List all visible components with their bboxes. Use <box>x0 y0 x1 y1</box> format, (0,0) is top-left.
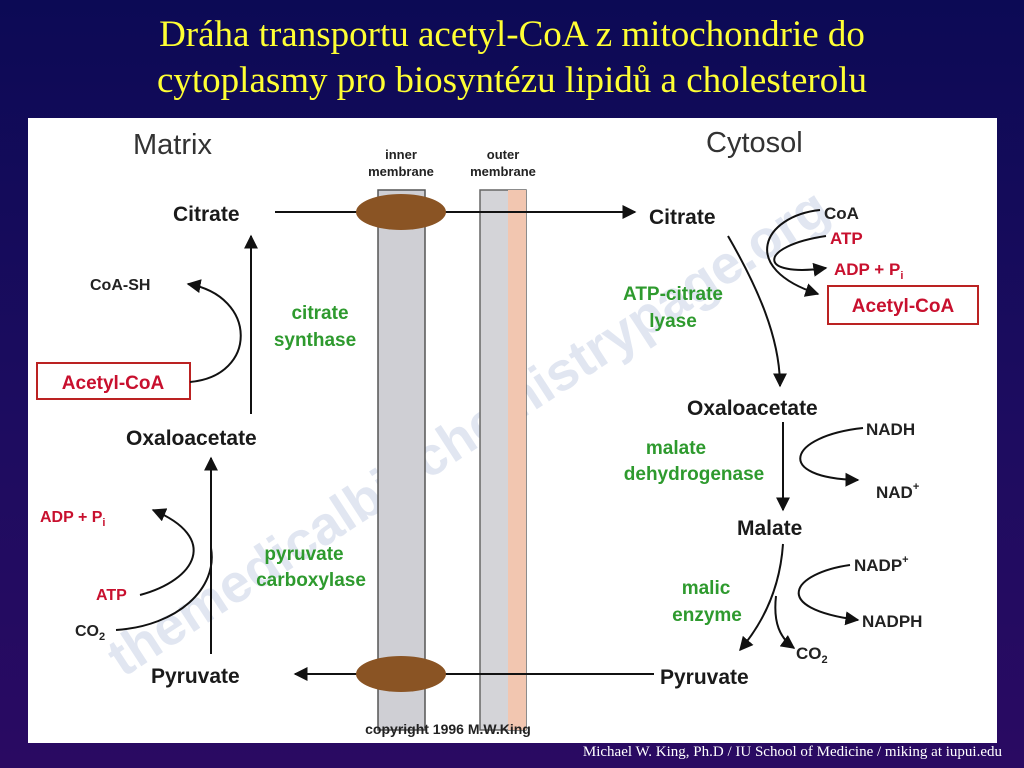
matrix-coa-sh: CoA-SH <box>90 277 150 294</box>
matrix-acetyl-coa: Acetyl-CoA <box>62 373 165 394</box>
inner-membrane-label-1: inner <box>385 147 417 162</box>
pyruvate-carboxylase-1: pyruvate <box>264 544 343 565</box>
pc-curve-co2 <box>115 547 213 631</box>
pyruvate-carboxylase-2: carboxylase <box>256 570 366 591</box>
outer-membrane-label-2: membrane <box>470 164 536 179</box>
acl-curve-coa <box>766 209 821 297</box>
matrix-citrate: Citrate <box>173 203 240 226</box>
matrix-atp: ATP <box>96 587 127 604</box>
outer-membrane-label-1: outer <box>487 147 520 162</box>
citrate-to-oaa-arrow <box>727 235 787 388</box>
diagram-panel: themedicalbiochemistrypage.org inner mem… <box>28 118 997 743</box>
inner-membrane-label-2: membrane <box>368 164 434 179</box>
malic-enzyme-1: malic <box>682 578 731 599</box>
pyruvate-transporter <box>356 656 446 692</box>
mdh-curve <box>799 427 864 487</box>
matrix-oxaloacetate: Oxaloacetate <box>126 427 257 450</box>
cytosol-label: Cytosol <box>706 127 803 159</box>
citrate-synthase-2: synthase <box>274 330 356 351</box>
malate-dehydrogenase-2: dehydrogenase <box>624 464 764 485</box>
atp-citrate-lyase-2: lyase <box>649 311 697 332</box>
cytosol-nadph: NADPH <box>862 612 922 631</box>
title-line-1: Dráha transportu acetyl-CoA z mitochondr… <box>159 14 865 55</box>
cytosol-coa: CoA <box>824 204 859 223</box>
malate-to-pyruvate-arrow <box>739 543 784 652</box>
me-curve-nadp <box>797 564 860 626</box>
malic-enzyme-2: enzyme <box>672 605 742 626</box>
cytosol-adp-pi: ADP + Pi <box>834 260 903 282</box>
cytosol-oxaloacetate: Oxaloacetate <box>687 397 818 420</box>
matrix-adp-pi: ADP + Pi <box>40 509 105 529</box>
pathway-diagram: themedicalbiochemistrypage.org inner mem… <box>36 127 979 737</box>
cytosol-acetyl-coa: Acetyl-CoA <box>852 296 955 317</box>
me-curve-co2 <box>774 595 796 649</box>
matrix-co2: CO2 <box>75 623 105 643</box>
cytosol-malate: Malate <box>737 517 802 540</box>
slide-title: Dráha transportu acetyl-CoA z mitochondr… <box>0 12 1024 104</box>
outer-membrane-inner-face <box>508 190 526 730</box>
cytosol-nadh: NADH <box>866 420 915 439</box>
cytosol-nad: NAD+ <box>876 481 919 502</box>
cytosol-pyruvate: Pyruvate <box>660 666 749 689</box>
citrate-synthase-curve <box>186 279 242 383</box>
citrate-synthase-1: citrate <box>291 303 348 324</box>
pc-curve-atp-adp <box>139 508 195 596</box>
citrate-transporter <box>356 194 446 230</box>
copyright-text: copyright 1996 M.W.King <box>365 721 531 737</box>
matrix-label: Matrix <box>133 129 212 161</box>
footer-credit: Michael W. King, Ph.D / IU School of Med… <box>582 744 1002 760</box>
acl-curve-atp-adp <box>773 235 828 277</box>
inner-membrane <box>377 189 426 731</box>
cytosol-citrate: Citrate <box>649 206 716 229</box>
cytosol-atp: ATP <box>830 229 863 248</box>
title-line-2: cytoplasmy pro biosyntézu lipidů a chole… <box>156 60 868 101</box>
cytosol-nadp: NADP+ <box>854 554 909 575</box>
cytosol-acetyl-coa-box <box>827 285 979 325</box>
matrix-pyruvate: Pyruvate <box>151 665 240 688</box>
malate-dehydrogenase-1: malate <box>646 438 706 459</box>
cytosol-co2: CO2 <box>796 644 828 666</box>
atp-citrate-lyase-1: ATP-citrate <box>623 284 723 305</box>
